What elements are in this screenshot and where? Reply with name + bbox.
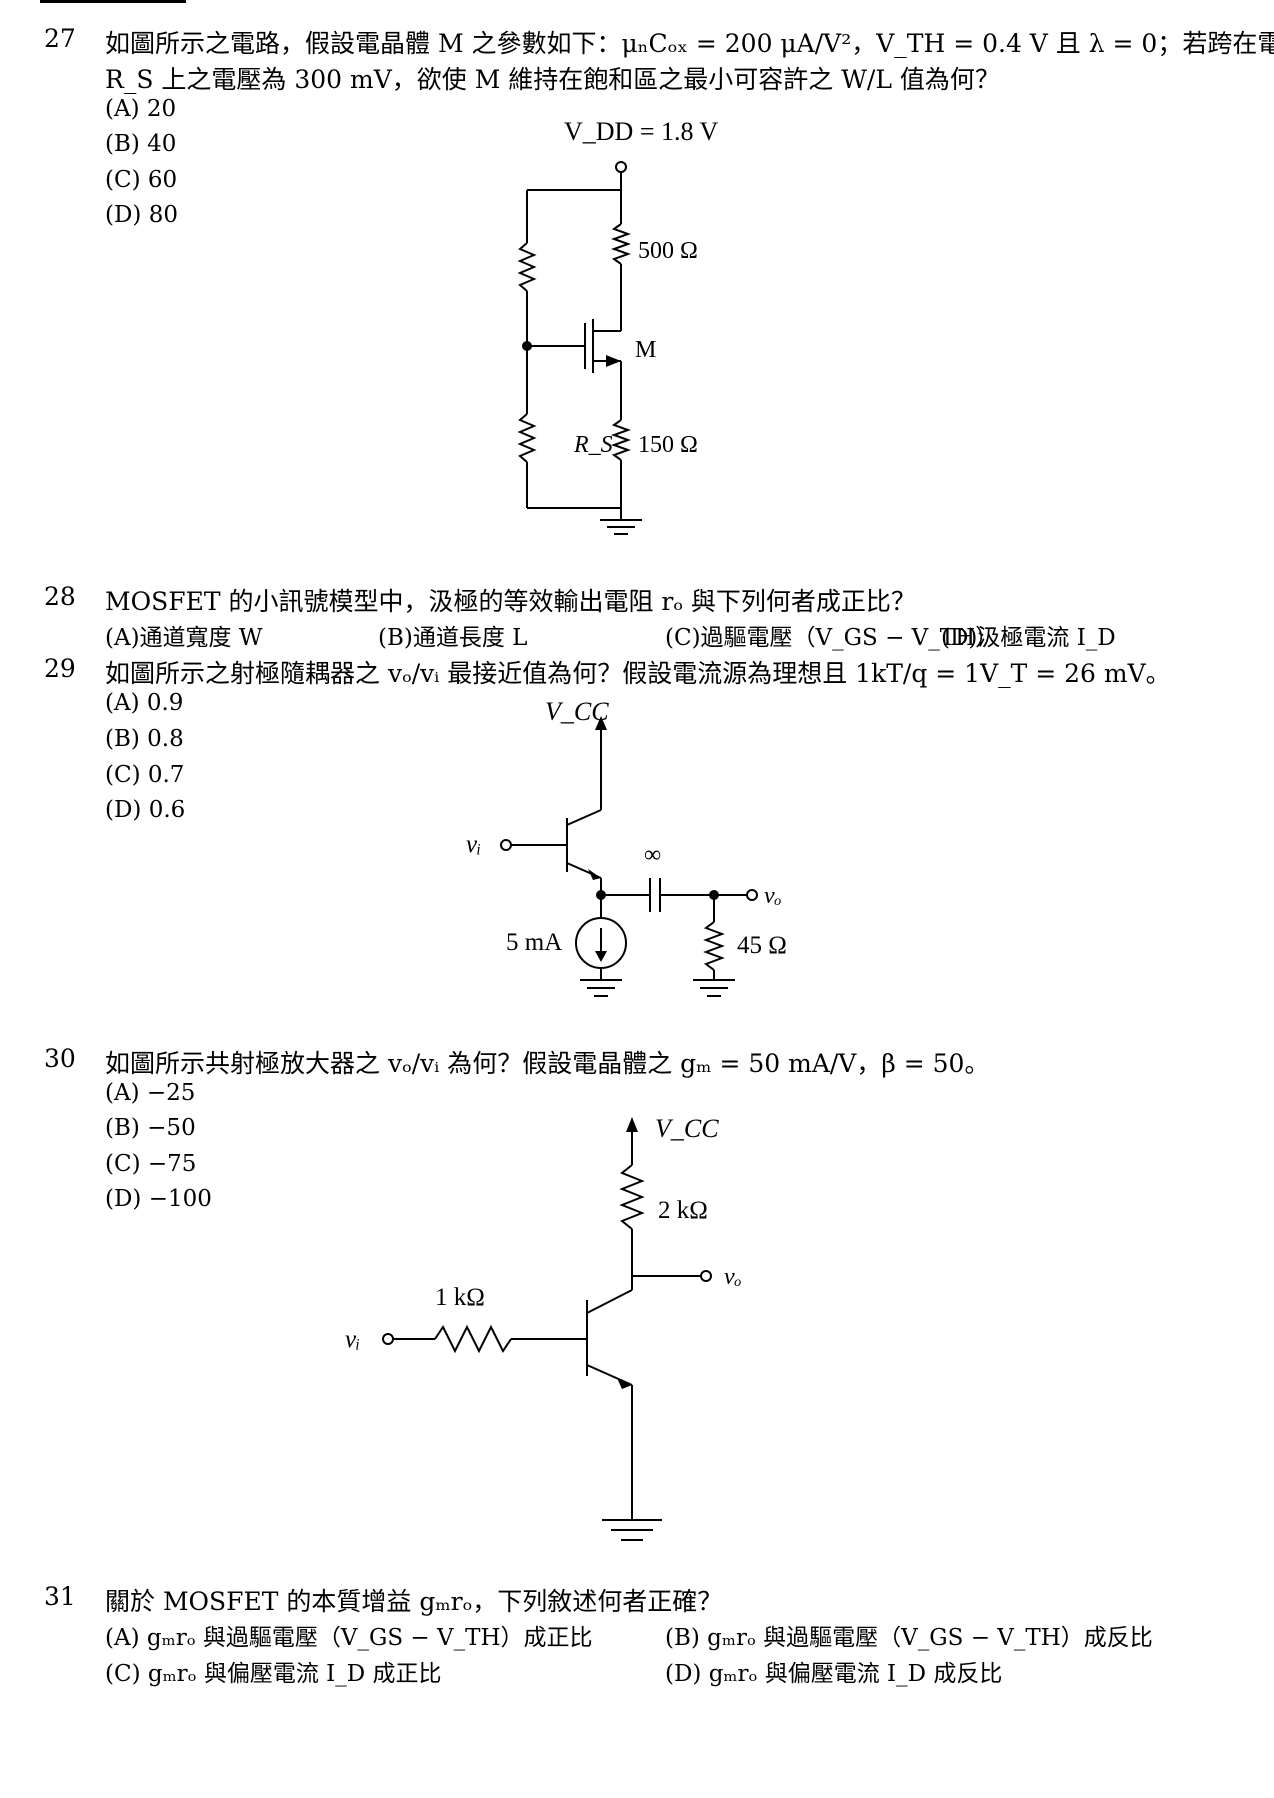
vdd-label: V_DD = 1.8 V (564, 117, 719, 146)
option-a[interactable]: (A) gₘrₒ 與過驅電壓（V_GS − V_TH）成正比 (105, 1625, 593, 1651)
rs-value: 150 Ω (638, 432, 698, 458)
rc-value: 2 kΩ (658, 1197, 708, 1224)
header-rule (40, 0, 186, 3)
option-a[interactable]: (A) 0.9 (105, 690, 184, 716)
question-text: 關於 MOSFET 的本質增益 gₘrₒ，下列敘述何者正確？ (105, 1587, 723, 1616)
vo-label: vₒ (724, 1264, 742, 1290)
question-number: 29 (44, 654, 76, 683)
question-number: 28 (44, 582, 76, 611)
circuit-diagram-q27: V_DD = 1.8 V 500 Ω M R_S 150 Ω (517, 117, 719, 535)
option-d[interactable]: (D) gₘrₒ 與偏壓電流 I_D 成反比 (665, 1661, 1003, 1687)
current-source-value: 5 mA (506, 929, 562, 956)
question-text: 如圖所示之射極隨耦器之 vₒ/vᵢ 最接近值為何？假設電流源為理想且 1kT/q… (105, 659, 1171, 688)
vi-label: vᵢ (466, 831, 481, 858)
option-a[interactable]: (A)通道寬度 W (105, 625, 263, 651)
vo-label: vₒ (764, 883, 782, 909)
option-c[interactable]: (C)過驅電壓（V_GS − V_TH） (665, 625, 999, 651)
question-text: MOSFET 的小訊號模型中，汲極的等效輸出電阻 rₒ 與下列何者成正比？ (105, 587, 916, 616)
question-text-line1: 如圖所示之電路，假設電晶體 M 之參數如下：μₙCₒₓ = 200 μA/V²，… (105, 29, 1274, 58)
option-d[interactable]: (D) −100 (105, 1186, 212, 1212)
question-number: 30 (44, 1044, 76, 1073)
option-d[interactable]: (D)汲極電流 I_D (941, 625, 1116, 651)
circuit-diagram-q29: V_CC vᵢ ∞ vₒ 5 mA 45 Ω (466, 697, 787, 997)
option-a[interactable]: (A) 20 (105, 96, 177, 122)
rb-value: 1 kΩ (435, 1284, 485, 1311)
option-c[interactable]: (C) 60 (105, 167, 178, 193)
vi-label: vᵢ (345, 1326, 360, 1353)
option-b[interactable]: (B) 0.8 (105, 726, 184, 752)
question-text: 如圖所示共射極放大器之 vₒ/vᵢ 為何？假設電晶體之 gₘ = 50 mA/V… (105, 1049, 990, 1078)
load-resistor-value: 45 Ω (737, 932, 787, 959)
question-number: 31 (44, 1582, 76, 1611)
question-text-line2: R_S 上之電壓為 300 mV，欲使 M 維持在飽和區之最小可容許之 W/L … (105, 65, 1000, 94)
option-c[interactable]: (C) −75 (105, 1151, 197, 1177)
capacitor-label: ∞ (644, 842, 661, 868)
option-d[interactable]: (D) 0.6 (105, 797, 186, 823)
option-b[interactable]: (B) −50 (105, 1115, 196, 1141)
vcc-label: V_CC (545, 697, 609, 726)
option-c[interactable]: (C) gₘrₒ 與偏壓電流 I_D 成正比 (105, 1661, 442, 1687)
option-c[interactable]: (C) 0.7 (105, 762, 185, 788)
rd-value: 500 Ω (638, 238, 698, 264)
option-d[interactable]: (D) 80 (105, 202, 178, 228)
transistor-label: M (635, 337, 656, 363)
vcc-label: V_CC (655, 1114, 719, 1143)
option-b[interactable]: (B)通道長度 L (378, 625, 528, 651)
option-b[interactable]: (B) 40 (105, 131, 177, 157)
question-number: 27 (44, 24, 76, 53)
rs-name: R_S (573, 432, 613, 458)
circuit-diagram-q30: V_CC 2 kΩ vₒ 1 kΩ vᵢ (345, 1114, 742, 1541)
option-b[interactable]: (B) gₘrₒ 與過驅電壓（V_GS − V_TH）成反比 (665, 1625, 1153, 1651)
option-a[interactable]: (A) −25 (105, 1080, 196, 1106)
